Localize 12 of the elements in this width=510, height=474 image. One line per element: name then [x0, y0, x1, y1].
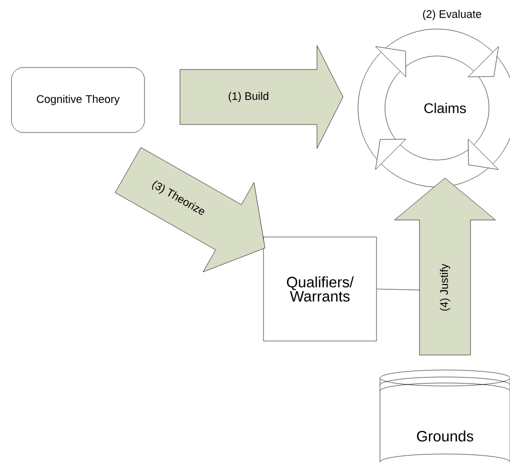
cylinder: Grounds	[380, 370, 510, 462]
cycle-diagram: Claims	[358, 28, 510, 188]
edge-label: (1) Build	[227, 90, 270, 104]
edge-label: (4) Justify	[438, 262, 452, 312]
node-label: Grounds	[416, 430, 474, 442]
rounded-box: Cognitive Theory	[11, 67, 145, 133]
node-caption: (2) Evaluate	[423, 10, 482, 20]
block-arrow	[180, 45, 344, 149]
process-box: Qualifiers/ Warrants	[263, 236, 377, 342]
block-arrow	[394, 178, 496, 356]
block-arrow	[114, 147, 266, 272]
connector-line	[376, 288, 420, 290]
